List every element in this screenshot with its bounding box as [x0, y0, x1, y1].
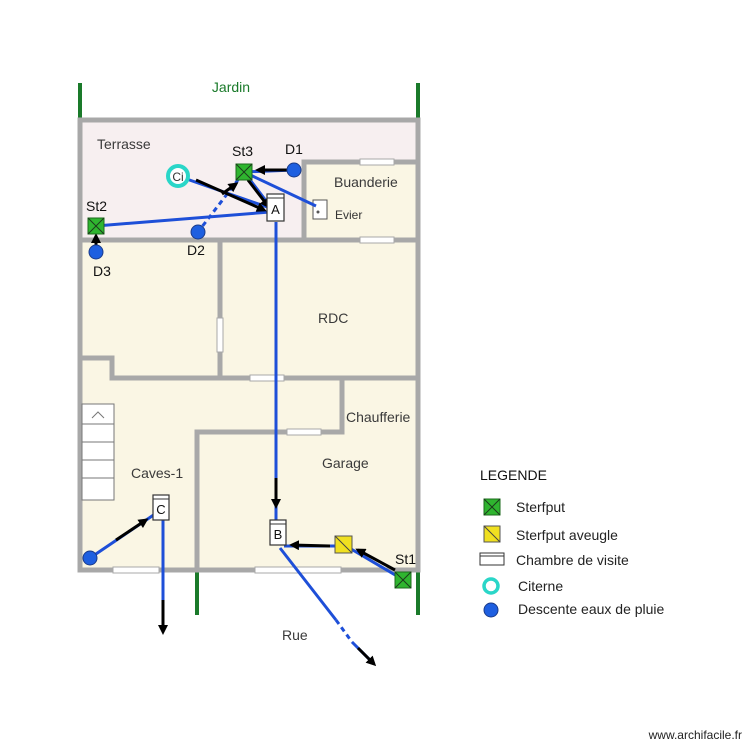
sterfput-st3	[235, 163, 253, 181]
chambre-c-label: C	[156, 502, 165, 517]
label-buanderie: Buanderie	[334, 174, 398, 190]
citerne: Ci	[166, 164, 190, 188]
footer-credit: www.archifacile.fr	[648, 728, 742, 742]
label-d1: D1	[285, 141, 303, 157]
label-chaufferie: Chaufferie	[346, 409, 411, 425]
descente-caves	[82, 550, 98, 566]
descente-d1	[286, 162, 302, 178]
descente-d3	[88, 244, 104, 260]
label-caves: Caves-1	[131, 465, 183, 481]
legend-item-label: Sterfput	[516, 499, 565, 515]
interior-area	[80, 240, 418, 570]
label-d3: D3	[93, 263, 111, 279]
label-st2: St2	[86, 198, 107, 214]
legend-item-label: Descente eaux de pluie	[518, 601, 665, 617]
sterfput-aveugle-icon	[483, 525, 501, 543]
chambre-a-label: A	[271, 202, 280, 217]
legend-item-label: Chambre de visite	[516, 552, 629, 568]
chambre-b-label: B	[274, 527, 283, 542]
label-st3: St3	[232, 143, 253, 159]
flow-arrows	[91, 165, 396, 667]
sterfput-st1	[394, 571, 412, 589]
sterfput-aveugle	[334, 535, 353, 554]
citerne-icon	[482, 577, 500, 595]
label-rue: Rue	[282, 627, 308, 643]
evier	[312, 199, 328, 220]
descente-eaux-icon	[483, 602, 499, 618]
label-rdc: RDC	[318, 310, 348, 326]
label-d2: D2	[187, 242, 205, 258]
label-terrasse: Terrasse	[97, 136, 151, 152]
staircase	[81, 403, 115, 501]
chambre-a: A	[266, 193, 285, 222]
sterfput-st2	[87, 217, 105, 235]
garden-fence	[78, 83, 420, 615]
sterfput-icon	[483, 498, 501, 516]
chambre-de-visite-icon	[479, 552, 505, 566]
citerne-label: Ci	[172, 170, 183, 184]
label-st1: St1	[395, 551, 416, 567]
legend-item-label: Sterfput aveugle	[516, 527, 618, 543]
chambre-b: B	[269, 519, 287, 546]
legend-title: LEGENDE	[480, 467, 547, 483]
label-garage: Garage	[322, 455, 369, 471]
chambre-c: C	[152, 494, 170, 521]
legend-item-label: Citerne	[518, 578, 563, 594]
legend: LEGENDE Sterfput Sterfput aveugle Chambr…	[479, 467, 665, 618]
descente-d2	[190, 224, 206, 240]
label-evier: Evier	[335, 208, 362, 222]
label-jardin: Jardin	[212, 79, 250, 95]
